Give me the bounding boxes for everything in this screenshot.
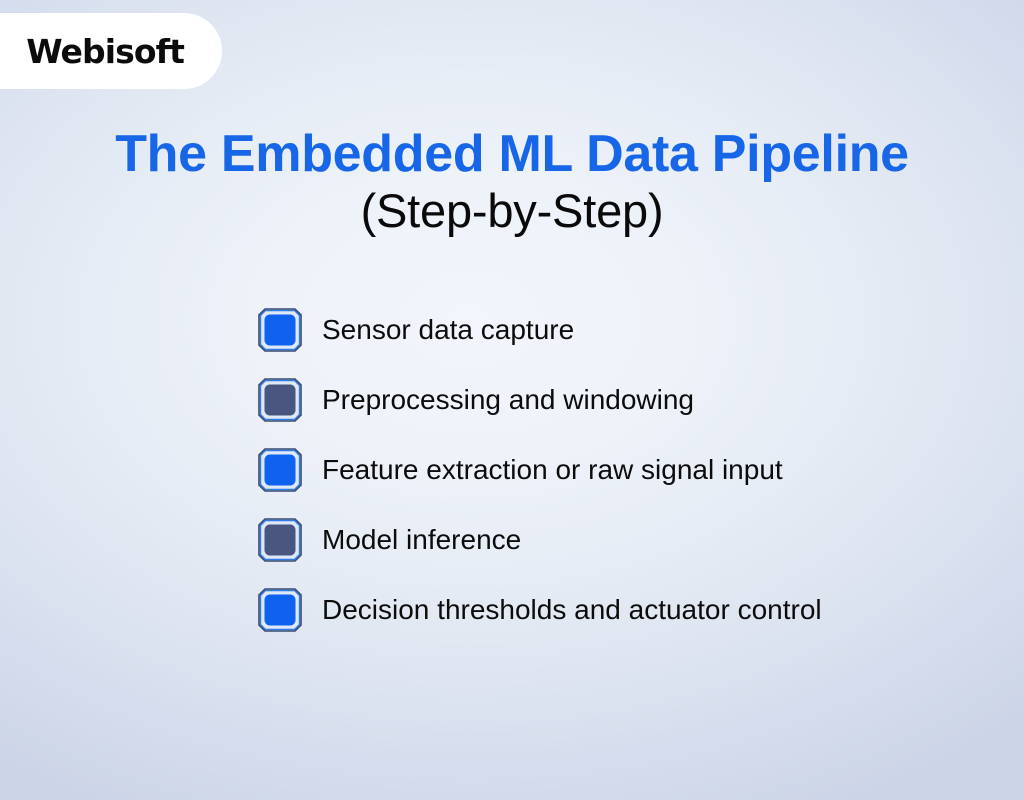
list-item[interactable]: Feature extraction or raw signal input <box>256 446 996 494</box>
brand-logo-badge: Webisoft <box>0 13 222 89</box>
checkbox-filled-icon <box>256 376 304 424</box>
title-primary-line: The Embedded ML Data Pipeline <box>115 125 909 183</box>
checkbox-filled-icon <box>256 516 304 564</box>
list-item-label: Decision thresholds and actuator control <box>322 593 822 625</box>
page-title: The Embedded ML Data Pipeline (Step-by-S… <box>0 126 1024 238</box>
list-item[interactable]: Sensor data capture <box>256 306 996 354</box>
brand-wordmark: Webisoft <box>26 31 185 71</box>
title-secondary-line: (Step-by-Step) <box>360 184 664 238</box>
list-item-label: Sensor data capture <box>322 313 575 345</box>
list-item-label: Feature extraction or raw signal input <box>322 453 783 485</box>
checkbox-filled-icon <box>256 586 304 634</box>
checkbox-filled-icon <box>256 306 304 354</box>
list-item-label: Model inference <box>322 523 522 555</box>
list-item[interactable]: Model inference <box>256 516 996 564</box>
list-item-label: Preprocessing and windowing <box>322 383 694 415</box>
list-item[interactable]: Preprocessing and windowing <box>256 376 996 424</box>
list-item[interactable]: Decision thresholds and actuator control <box>256 586 996 634</box>
checkbox-filled-icon <box>256 446 304 494</box>
